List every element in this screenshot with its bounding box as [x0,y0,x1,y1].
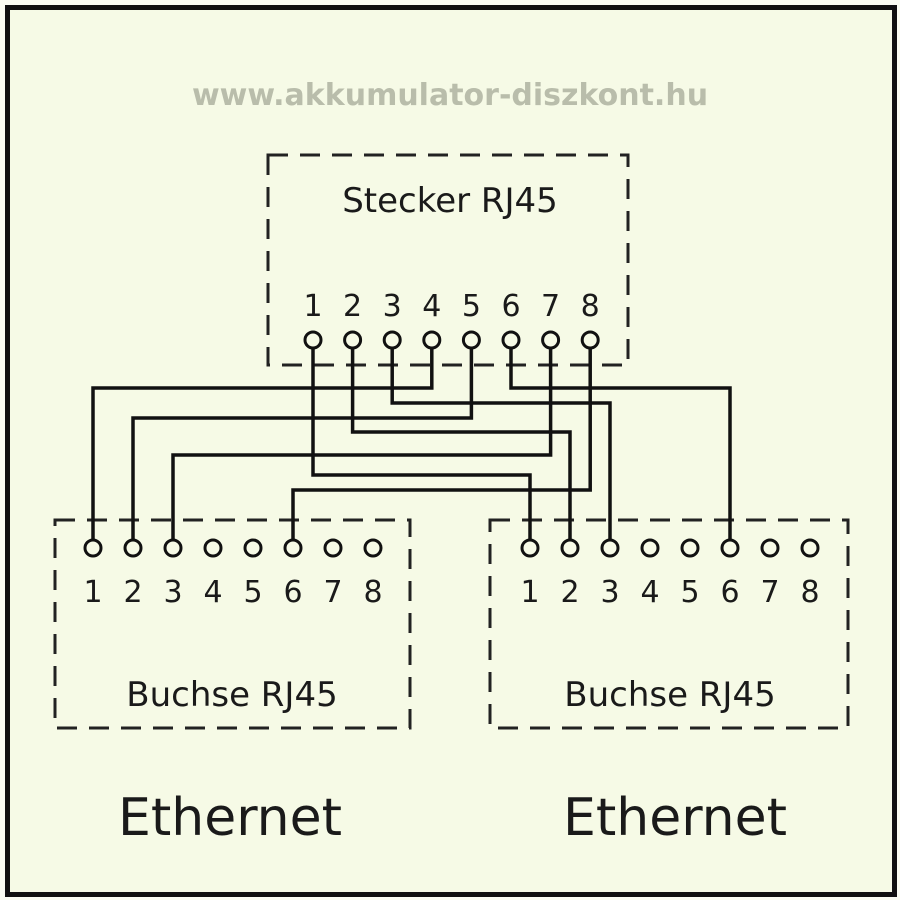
right-socket-pin-label: 1 [520,575,539,610]
left-ethernet-caption: Ethernet [118,788,342,848]
right-socket-pin-label: 6 [720,575,739,610]
left-socket-pin-4 [203,538,223,558]
left-socket-box [53,518,412,730]
wire-plug-2-to-right-2 [350,348,572,540]
plug-title: Stecker RJ45 [342,181,558,221]
right-socket-title: Buchse RJ45 [564,675,775,715]
wire-plug-1-to-right-1 [311,348,532,540]
right-socket-pin-6 [720,538,740,558]
watermark: www.akkumulator-diszkont.hu [192,78,708,113]
left-socket-pin-label: 7 [323,575,342,610]
right-socket-pin-label: 8 [800,575,819,610]
plug-pin-3 [382,330,402,350]
wire-plug-6-to-right-6 [509,348,732,540]
plug-pin-label: 8 [581,289,600,324]
plug-pin-label: 5 [462,289,481,324]
left-socket-pin-2 [123,538,143,558]
plug-pin-5 [461,330,481,350]
right-socket-pin-label: 5 [680,575,699,610]
left-socket-pin-3 [163,538,183,558]
plug-pin-label: 4 [422,289,441,324]
left-socket-pin-label: 2 [123,575,142,610]
left-socket-pin-label: 6 [283,575,302,610]
right-socket-pin-label: 7 [760,575,779,610]
wires [91,348,732,540]
right-socket-pin-3 [600,538,620,558]
plug-pin-label: 2 [343,289,362,324]
left-socket-pin-7 [323,538,343,558]
left-socket-pin-1 [83,538,103,558]
right-socket-pin-2 [560,538,580,558]
right-socket-pin-label: 2 [560,575,579,610]
right-ethernet-caption: Ethernet [563,788,787,848]
diagram-frame [5,5,897,897]
plug-pin-label: 1 [303,289,322,324]
plug-pin-label: 7 [541,289,560,324]
left-socket-pin-5 [243,538,263,558]
plug-pin-1 [303,330,323,350]
plug-pin-7 [541,330,561,350]
right-socket-pin-5 [680,538,700,558]
wire-plug-7-to-left-3 [171,348,553,540]
plug-pin-6 [501,330,521,350]
plug-pin-label: 6 [501,289,520,324]
plug-pin-8 [580,330,600,350]
plug-pin-label: 3 [383,289,402,324]
right-socket-pin-8 [800,538,820,558]
left-socket-pin-8 [363,538,383,558]
left-socket-pin-label: 8 [363,575,382,610]
left-socket-title: Buchse RJ45 [126,675,337,715]
right-socket-pin-4 [640,538,660,558]
left-socket-pin-6 [283,538,303,558]
wire-plug-3-to-right-3 [390,348,612,540]
right-socket-pin-label: 4 [640,575,659,610]
wire-plug-8-to-left-6 [291,348,592,540]
plug-box [266,153,630,367]
plug-pin-2 [343,330,363,350]
left-socket-pin-label: 1 [83,575,102,610]
right-socket-pin-7 [760,538,780,558]
wire-plug-5-to-left-2 [131,348,474,540]
plug-pin-4 [422,330,442,350]
left-socket-pin-label: 3 [163,575,182,610]
wire-plug-4-to-left-1 [91,348,434,540]
left-socket-pin-label: 5 [243,575,262,610]
right-socket-pin-label: 3 [600,575,619,610]
right-socket-box [488,518,850,730]
left-socket-pin-label: 4 [203,575,222,610]
right-socket-pin-1 [520,538,540,558]
